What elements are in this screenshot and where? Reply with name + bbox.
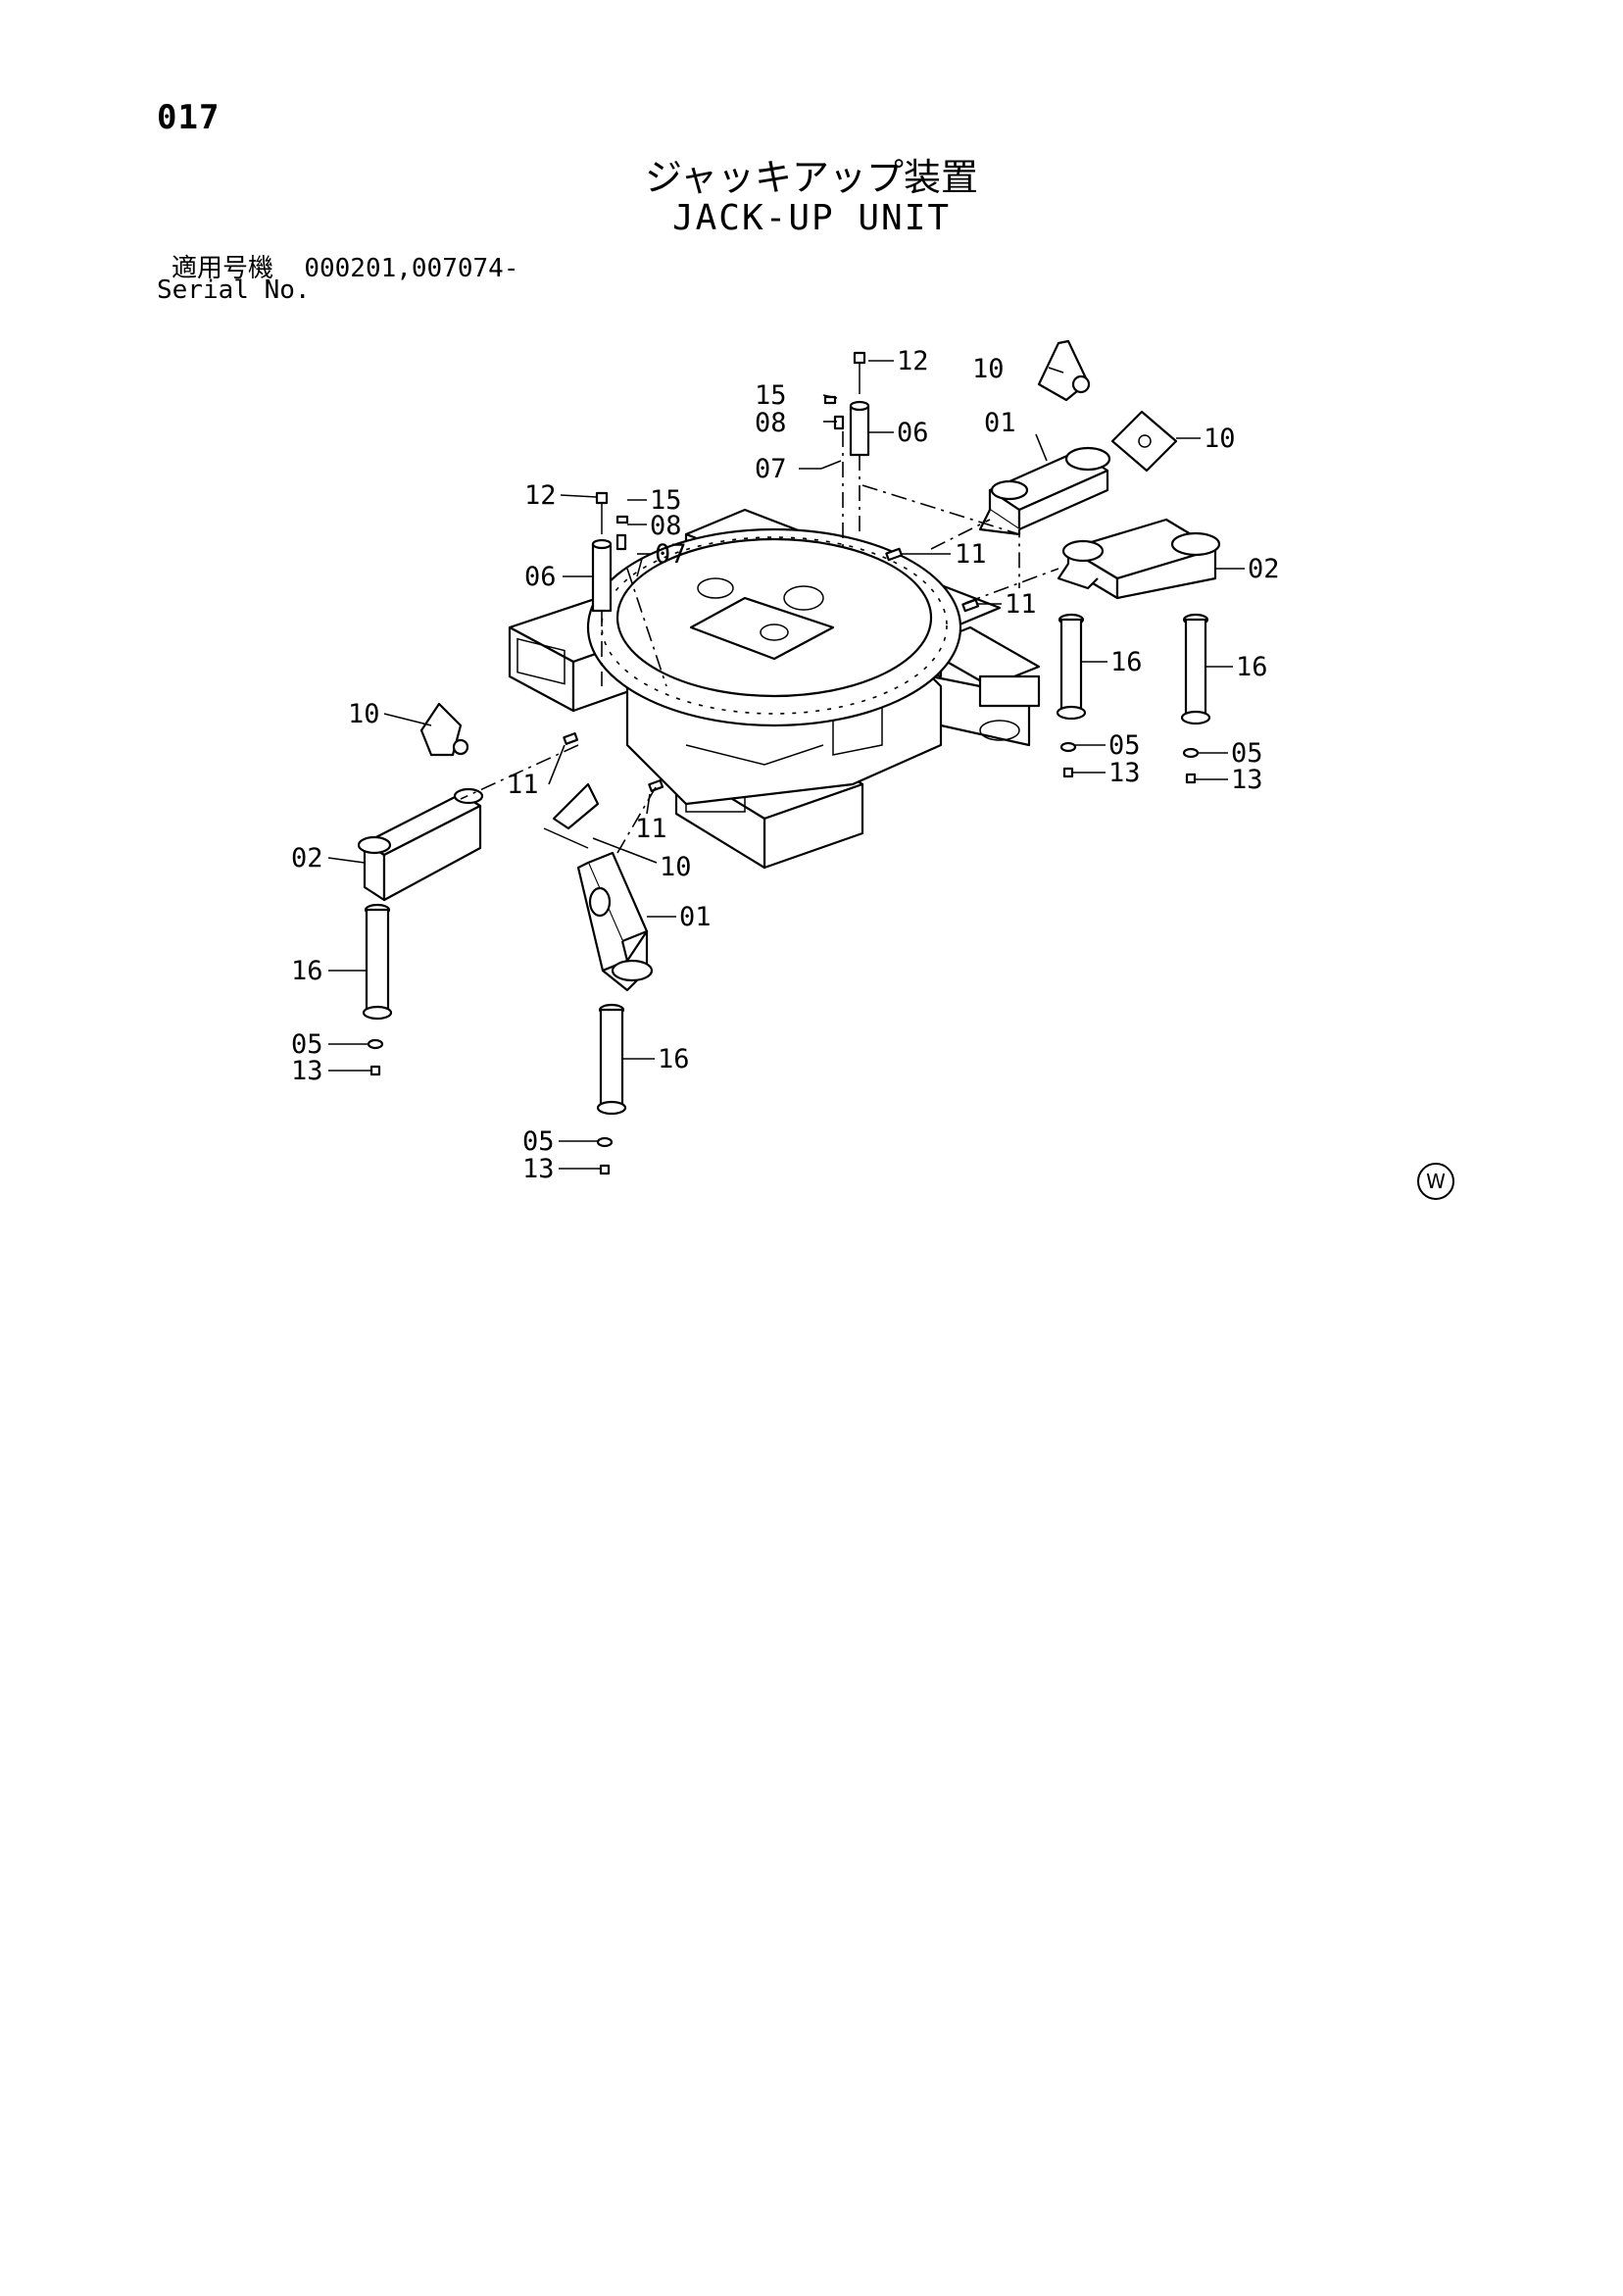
callout-07-left: 07 (655, 539, 687, 570)
serial-value: 000201,007074- (304, 254, 519, 283)
callout-01-front: 01 (679, 902, 712, 932)
callout-05-front: 05 (522, 1126, 555, 1157)
callout-16-left: 16 (291, 956, 323, 986)
swing-circle (586, 527, 962, 727)
leader-lines (327, 360, 1245, 1170)
cover-plates-10 (419, 339, 1178, 849)
title-japanese: ジャッキアップ装置 (644, 156, 979, 199)
serial-label-en: Serial No. (157, 275, 311, 305)
callout-10-right-plate: 10 (1204, 424, 1236, 454)
left-outrigger-02 (357, 787, 484, 902)
callout-05-left: 05 (291, 1029, 323, 1060)
callout-10-left-cover: 10 (348, 699, 380, 729)
callout-08-rear: 08 (755, 408, 787, 438)
callout-16-front: 16 (658, 1044, 690, 1074)
front-left-outrigger-01 (576, 851, 654, 992)
callout-15-left: 15 (650, 485, 682, 516)
callout-11-rear-b: 11 (1005, 589, 1037, 620)
callout-05-right-b: 05 (1231, 738, 1263, 769)
callout-12-left: 12 (524, 480, 557, 511)
callout-11-front-a: 11 (507, 770, 539, 800)
callout-16-right-a: 16 (1110, 647, 1143, 677)
serial-row: 適用号機 000201,007074- (172, 248, 518, 284)
callout-13-right-b: 13 (1231, 765, 1263, 795)
callout-05-right-a: 05 (1108, 730, 1141, 761)
callout-10-front-plate: 10 (660, 852, 692, 882)
callout-07-rear: 07 (755, 454, 787, 484)
pins-and-bolts (563, 351, 980, 792)
callout-16-right-b: 16 (1236, 652, 1268, 682)
callout-13-front: 13 (522, 1154, 555, 1184)
callout-15-rear: 15 (755, 380, 787, 411)
jack-cylinders-16 (362, 613, 1211, 1175)
callout-08-left: 08 (650, 511, 682, 541)
callout-02-left: 02 (291, 843, 323, 873)
assembly-dash-lines (460, 431, 1059, 854)
callout-13-right-a: 13 (1108, 758, 1141, 788)
page-number: 017 (157, 98, 221, 137)
callout-06-rear: 06 (897, 418, 929, 448)
callout-12-rear: 12 (897, 346, 929, 376)
title-english: JACK-UP UNIT (671, 198, 952, 238)
callout-13-left: 13 (291, 1056, 323, 1086)
rear-outrigger-01 (978, 446, 1111, 536)
callout-11-rear-a: 11 (955, 539, 987, 570)
front-outrigger-02 (1057, 518, 1221, 600)
callout-02-front-right: 02 (1248, 554, 1280, 584)
circled-w-mark: W (1417, 1163, 1454, 1200)
callout-10-rear-cover: 10 (972, 354, 1005, 384)
callout-11-front-b: 11 (635, 814, 667, 844)
serial-label-jp: 適用号機 (172, 254, 274, 283)
callout-labels: 12 10 15 08 06 01 10 07 12 15 08 07 06 1… (291, 346, 1280, 1184)
callout-06-left: 06 (524, 562, 557, 592)
callout-01-rear: 01 (984, 408, 1016, 438)
